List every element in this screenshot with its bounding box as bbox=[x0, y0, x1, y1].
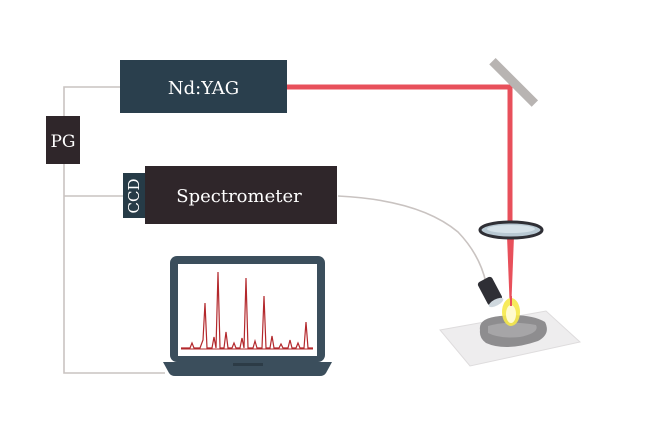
pg-label: PG bbox=[50, 132, 75, 152]
laptop-base bbox=[163, 362, 332, 376]
beam-to-mirror bbox=[287, 84, 513, 225]
ccd-label: CCD bbox=[125, 179, 143, 214]
pulse-generator: PG bbox=[46, 116, 80, 164]
plasma-plume bbox=[502, 296, 520, 326]
spectrometer: Spectrometer bbox=[145, 166, 337, 224]
focusing-lens bbox=[478, 220, 544, 240]
mirror bbox=[489, 57, 539, 107]
wire-pg-to-laser bbox=[63, 86, 120, 116]
spectrometer-label: Spectrometer bbox=[176, 186, 302, 207]
signal-wires bbox=[63, 86, 487, 374]
focused-beam bbox=[507, 236, 514, 300]
spectrum-trace bbox=[181, 271, 313, 349]
wire-pg-to-laptop bbox=[63, 164, 165, 374]
collection-optics bbox=[477, 276, 504, 308]
laser-label: Nd:YAG bbox=[168, 78, 239, 99]
sample-stage bbox=[439, 310, 582, 367]
laptop bbox=[163, 256, 332, 376]
laser-source: Nd:YAG bbox=[120, 60, 287, 113]
ccd-detector: CCD bbox=[123, 173, 145, 218]
optical-fiber bbox=[337, 195, 487, 284]
laser-beam bbox=[287, 84, 513, 225]
